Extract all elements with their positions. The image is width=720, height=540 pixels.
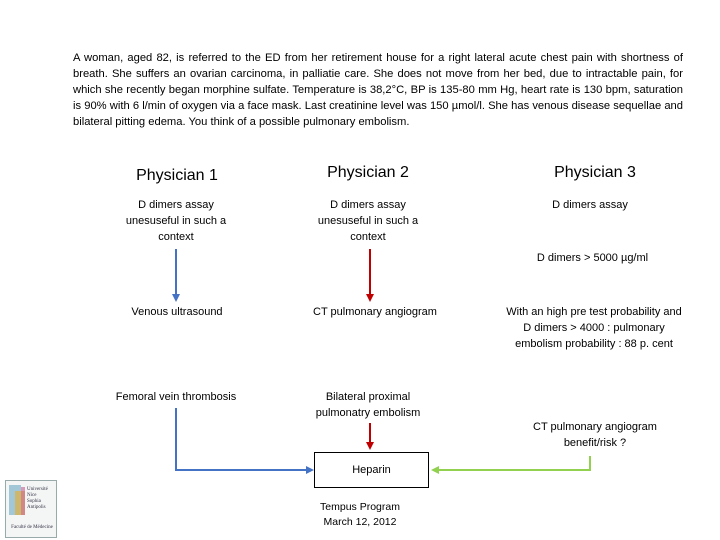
physician-1-header: Physician 1: [136, 167, 218, 184]
university-logo: Université Nice Sophia Antipolis Faculté…: [5, 480, 57, 538]
p1-femoral-thrombosis: Femoral vein thrombosis: [115, 391, 237, 403]
p1-arrow-to-heparin: [175, 408, 314, 474]
footer-program: Tempus Program: [320, 501, 400, 513]
logo-faculty: Faculté de Médecine: [11, 525, 53, 530]
heparin-box: Heparin: [314, 452, 429, 488]
footer: Tempus Program March 12, 2012: [300, 500, 420, 530]
p3-arrow-to-heparin: [431, 456, 591, 474]
physician-2-header: Physician 2: [327, 164, 409, 181]
case-description: A woman, aged 82, is referred to the ED …: [73, 52, 683, 128]
p3-probability: With an high pre test probability and D …: [506, 306, 682, 350]
heparin-label: Heparin: [352, 464, 391, 476]
physician-3-header: Physician 3: [554, 164, 636, 181]
logo-emblem-icon: [9, 485, 25, 515]
p3-d-dimers-result: D dimers > 5000 µg/ml: [536, 252, 649, 264]
footer-date: March 12, 2012: [323, 516, 397, 528]
p3-benefit-risk: CT pulmonary angiogram benefit/risk ?: [533, 421, 657, 449]
p1-venous-ultrasound: Venous ultrasound: [131, 306, 223, 318]
p2-ct-angiogram: CT pulmonary angiogram: [313, 306, 437, 318]
p3-d-dimers: D dimers assay: [552, 199, 628, 211]
p2-bilateral-pe: Bilateral proximal pulmonatry embolism: [315, 391, 421, 419]
p1-d-dimers: D dimers assay unesuseful in such a cont…: [125, 199, 227, 243]
p2-d-dimers: D dimers assay unesuseful in such a cont…: [317, 199, 419, 243]
logo-name: Université Nice Sophia Antipolis: [27, 487, 48, 510]
